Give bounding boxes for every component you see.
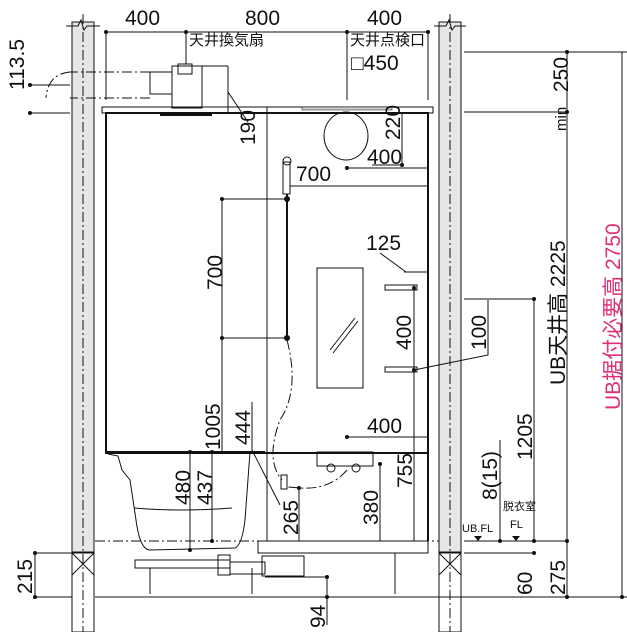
min-label: min <box>553 107 570 131</box>
faucet <box>280 451 374 490</box>
dim-400-faucet: 400 <box>367 415 402 438</box>
bathtub <box>106 451 429 594</box>
dim-444: 444 <box>232 410 255 445</box>
dim-1205: 1205 <box>514 413 537 460</box>
dim-top-left: 400 <box>125 7 160 30</box>
right-wall <box>434 14 466 632</box>
unit-bath-body <box>101 106 434 541</box>
dim-94: 94 <box>307 604 330 628</box>
dressing-fl-label: FL <box>510 519 523 531</box>
ventilation-circle <box>323 111 369 161</box>
dim-220: 220 <box>382 105 405 140</box>
dim-min-250: 250 <box>550 57 573 92</box>
dim-113-5: 113.5 <box>6 39 29 90</box>
dim-437: 437 <box>194 470 217 505</box>
top-dimension <box>104 30 430 100</box>
dim-1005: 1005 <box>202 403 225 450</box>
dim-700-vertical: 700 <box>204 255 227 290</box>
ub-fl-label: UB.FL <box>462 523 493 535</box>
dim-265: 265 <box>280 500 303 535</box>
ceiling-hatch-label: 天井点検口 <box>350 32 425 49</box>
dim-275: 275 <box>547 560 570 595</box>
dressing-room-label: 脱衣室 <box>503 499 536 513</box>
dim-380: 380 <box>360 490 383 525</box>
dim-125: 125 <box>366 232 401 255</box>
ub-ceiling-height: UB天井高 2225 <box>547 240 570 385</box>
dim-8-15: 8(15) <box>479 451 502 500</box>
dim-190: 190 <box>237 110 260 145</box>
mirror <box>316 267 364 389</box>
shower-slide-bar <box>272 156 293 481</box>
ub-required-height: UB据付必要高 2750 <box>602 223 625 410</box>
dim-100: 100 <box>468 315 491 350</box>
dim-top-center: 800 <box>245 7 280 30</box>
dim-755: 755 <box>394 453 417 488</box>
dim-60: 60 <box>514 572 537 595</box>
dim-700-horizontal: 700 <box>296 163 331 186</box>
hatch-size-label: □450 <box>351 52 399 75</box>
dim-215: 215 <box>14 559 37 594</box>
ceiling-fan-label: 天井換気扇 <box>189 32 264 49</box>
dim-top-right: 400 <box>367 7 402 30</box>
left-wall <box>66 14 100 632</box>
dim-400-shelf: 400 <box>393 315 416 350</box>
ceiling-fan <box>28 63 212 116</box>
dim-480: 480 <box>172 470 195 505</box>
dim-400-upper: 400 <box>367 146 402 169</box>
